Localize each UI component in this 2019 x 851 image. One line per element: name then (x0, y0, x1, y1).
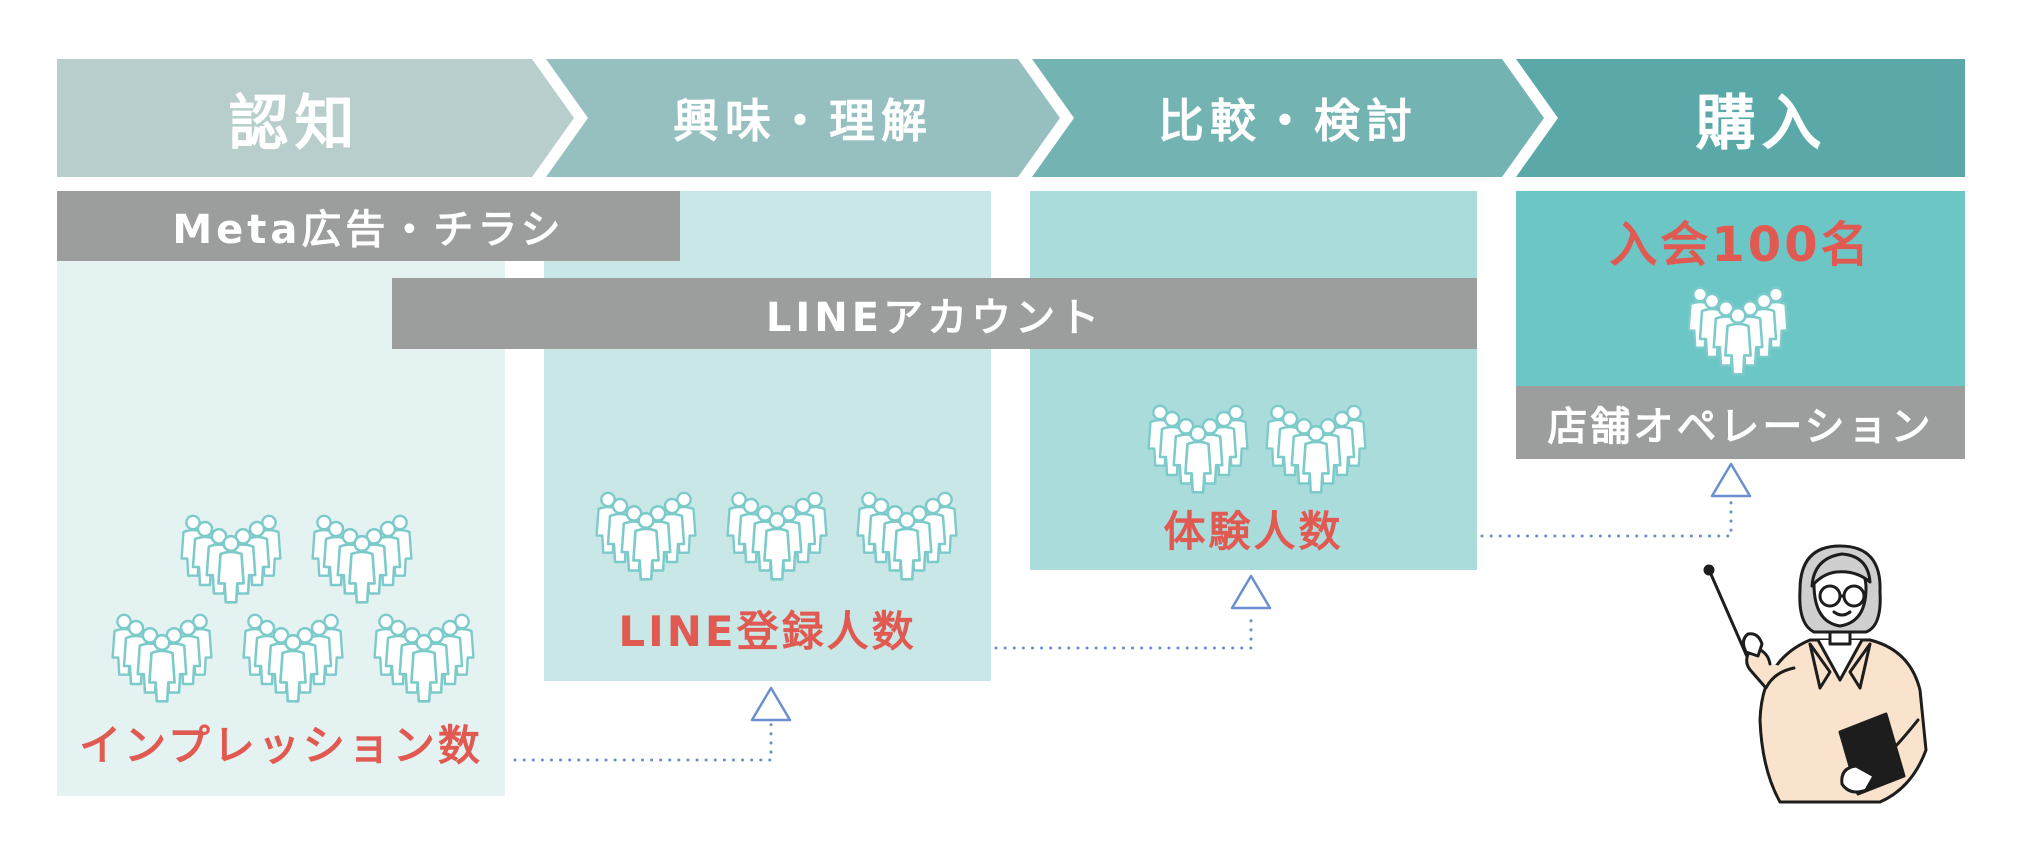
column-compare (1030, 191, 1477, 570)
chevron-awareness (57, 59, 574, 177)
stage-label-interest: 興味・理解 (673, 94, 933, 148)
chevron-compare (1032, 59, 1544, 177)
dotted-line (994, 610, 1253, 650)
metric-line-signups: LINE登録人数 (618, 606, 917, 656)
stage-label-purchase: 購入 (1695, 88, 1828, 159)
stage-label-compare: 比較・検討 (1158, 94, 1418, 148)
triangle-arrow-icon (1230, 574, 1272, 610)
presenter-illustration (1703, 544, 1928, 804)
metric-impressions: インプレッション数 (79, 720, 483, 770)
channel-line-account: LINEアカウント (392, 278, 1477, 349)
stage-chevrons (57, 59, 1965, 177)
chevron-purchase (1516, 59, 1965, 177)
metric-enrollment: 入会100名 (1609, 217, 1872, 273)
chevron-interest (546, 59, 1060, 177)
triangle-arrow-icon (1710, 462, 1752, 498)
dotted-line (1480, 498, 1733, 538)
stage-label-awareness: 認知 (228, 88, 361, 159)
hand (1741, 632, 1764, 658)
dotted-line (513, 722, 773, 762)
metric-trial-count: 体験人数 (1163, 506, 1344, 556)
triangle-arrow-icon (750, 686, 792, 722)
pointer-stick (1708, 570, 1754, 670)
channel-store-operation: 店舗オペレーション (1516, 386, 1965, 459)
channel-meta-ads: Meta広告・チラシ (57, 191, 680, 261)
column-interest (544, 191, 991, 681)
